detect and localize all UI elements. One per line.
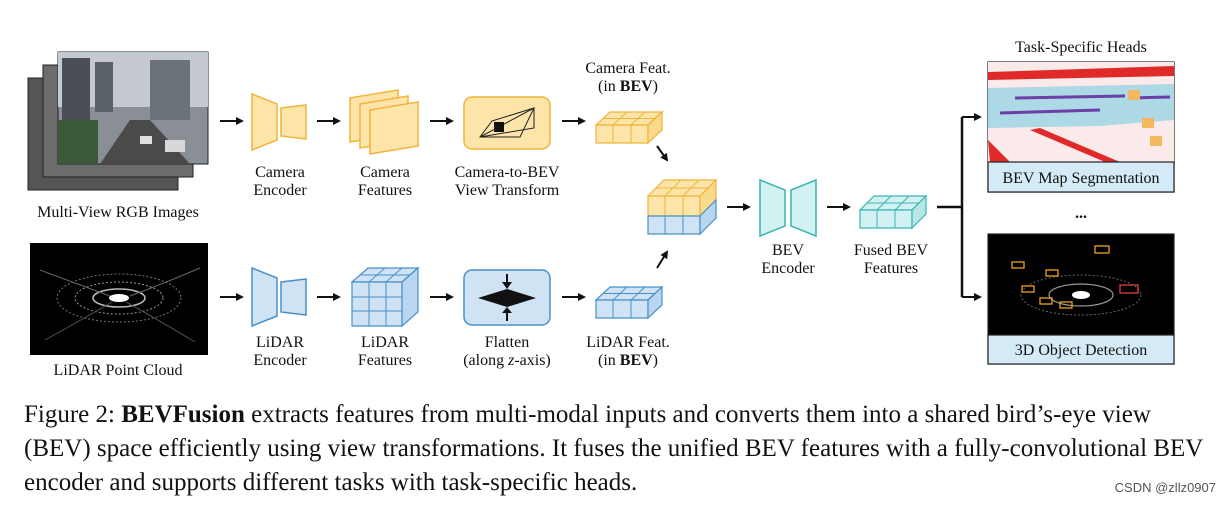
- seg-head-label: BEV Map Segmentation: [1002, 170, 1159, 187]
- bevfusion-diagram: Multi-View RGB Images LiDAR Point Cloud …: [27, 39, 1175, 379]
- camera-features-icon: [349, 89, 419, 155]
- bev-map-segmentation-head: [987, 61, 1175, 193]
- camera-encoder-icon: [251, 92, 307, 152]
- camera-encoder-label-2: Encoder: [253, 182, 307, 199]
- lidar-point-cloud-image: [30, 243, 208, 355]
- camera-features-label-2: Features: [358, 182, 412, 199]
- lidar-features-label-2: Features: [358, 352, 412, 369]
- view-transform-icon: [463, 96, 551, 150]
- camera-features-label-1: Camera: [360, 164, 410, 181]
- bev-encoder-icon: [759, 178, 817, 238]
- fused-features-label-1: Fused BEV: [854, 242, 929, 259]
- transform-label-2: View Transform: [455, 182, 560, 199]
- caption-text: extracts features from multi-modal input…: [24, 401, 1203, 496]
- caption-method-name: BEVFusion: [121, 401, 245, 428]
- det-head-label: 3D Object Detection: [1015, 342, 1147, 359]
- lidar-input-label: LiDAR Point Cloud: [54, 362, 183, 379]
- caption-prefix: Figure 2:: [24, 401, 122, 428]
- camera-feat-label: Camera Feat.: [585, 60, 670, 77]
- flatten-sub-label: (along z-axis): [463, 352, 551, 369]
- lidar-feat-label: LiDAR Feat.: [586, 334, 670, 351]
- lidar-bev-feature-grid: [594, 285, 664, 320]
- fused-features-label-2: Features: [864, 260, 918, 277]
- multi-view-rgb-images: [27, 51, 209, 191]
- fused-bev-feature-grid: [858, 194, 928, 230]
- 3d-object-detection-head: [987, 233, 1175, 365]
- heads-branch-connector: [937, 113, 982, 301]
- flatten-icon: [463, 269, 551, 326]
- lidar-feat-in-bev-label: (in BEV): [598, 352, 658, 369]
- csdn-watermark: CSDN @zllz0907: [1114, 480, 1216, 495]
- heads-title: Task-Specific Heads: [1015, 39, 1147, 56]
- arrow-lidarfeat-to-concat: [656, 250, 669, 269]
- camera-feat-in-bev-label: (in BEV): [598, 78, 658, 95]
- lidar-encoder-label-1: LiDAR: [256, 334, 304, 351]
- concatenated-bev-features: [646, 178, 718, 236]
- flatten-label: Flatten: [485, 334, 529, 351]
- bev-encoder-label-2: Encoder: [761, 260, 815, 277]
- figure-caption: Figure 2: BEVFusion extracts features fr…: [24, 398, 1204, 500]
- lidar-features-cube: [350, 266, 420, 328]
- camera-input-label: Multi-View RGB Images: [37, 204, 199, 221]
- more-heads-ellipsis: ...: [1075, 205, 1087, 222]
- lidar-features-label-1: LiDAR: [361, 334, 409, 351]
- camera-encoder-label-1: Camera: [255, 164, 305, 181]
- transform-label-1: Camera-to-BEV: [455, 164, 560, 181]
- bev-encoder-label-1: BEV: [772, 242, 804, 259]
- camera-bev-feature-grid: [594, 110, 664, 145]
- lidar-encoder-icon: [251, 266, 307, 328]
- arrow-camfeat-to-concat: [656, 145, 669, 162]
- lidar-encoder-label-2: Encoder: [253, 352, 307, 369]
